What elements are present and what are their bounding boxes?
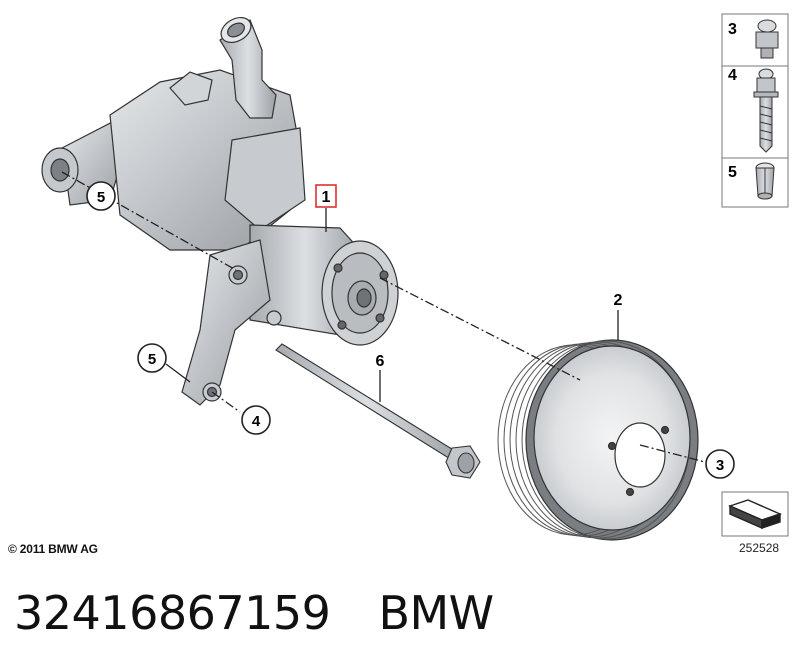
brand-name: BMW [378,586,494,640]
callout-5-upper-label: 5 [97,189,105,206]
callout-4-label: 4 [252,413,261,430]
callout-5-lower-label: 5 [148,351,156,368]
dowel-sleeve-icon [755,162,775,200]
callout-4[interactable]: 4 [241,405,271,435]
power-steering-pump [41,16,399,406]
callout-5-upper[interactable]: 5 [86,181,116,211]
callout-1-label: 1 [322,189,331,206]
callout-3[interactable]: 3 [705,449,735,479]
long-bolt [275,343,481,479]
legend-item-5[interactable]: 5 [728,162,775,200]
legend-item-4-number: 4 [728,67,737,84]
drawing-number: 252528 [739,541,780,555]
hex-bolt-icon [755,19,779,59]
legend-item-4[interactable]: 4 [728,67,779,153]
hardware-legend: 3 4 5 [721,13,789,208]
pulley [497,339,699,541]
legend-item-3[interactable]: 3 [728,19,779,59]
callout-6[interactable]: 6 [376,353,385,370]
part-number: 32416867159 [14,586,331,640]
callout-6-label: 6 [376,353,385,370]
direction-arrow-icon [728,499,782,530]
callout-2-label: 2 [614,292,623,309]
callout-1[interactable]: 1 [315,184,337,208]
leader-lines [165,208,619,402]
orientation-arrow-box [721,491,789,537]
callout-1-highlight [315,184,337,208]
callout-2[interactable]: 2 [614,292,623,309]
legend-item-3-number: 3 [728,21,737,38]
torx-bolt-icon [753,68,779,153]
callout-3-label: 3 [716,457,724,474]
copyright-notice: © 2011 BMW AG [8,542,98,556]
alignment-lines [61,171,706,463]
callout-5-lower[interactable]: 5 [137,343,167,373]
legend-item-5-number: 5 [728,164,737,181]
footer-caption: 32416867159 BMW [14,586,494,640]
